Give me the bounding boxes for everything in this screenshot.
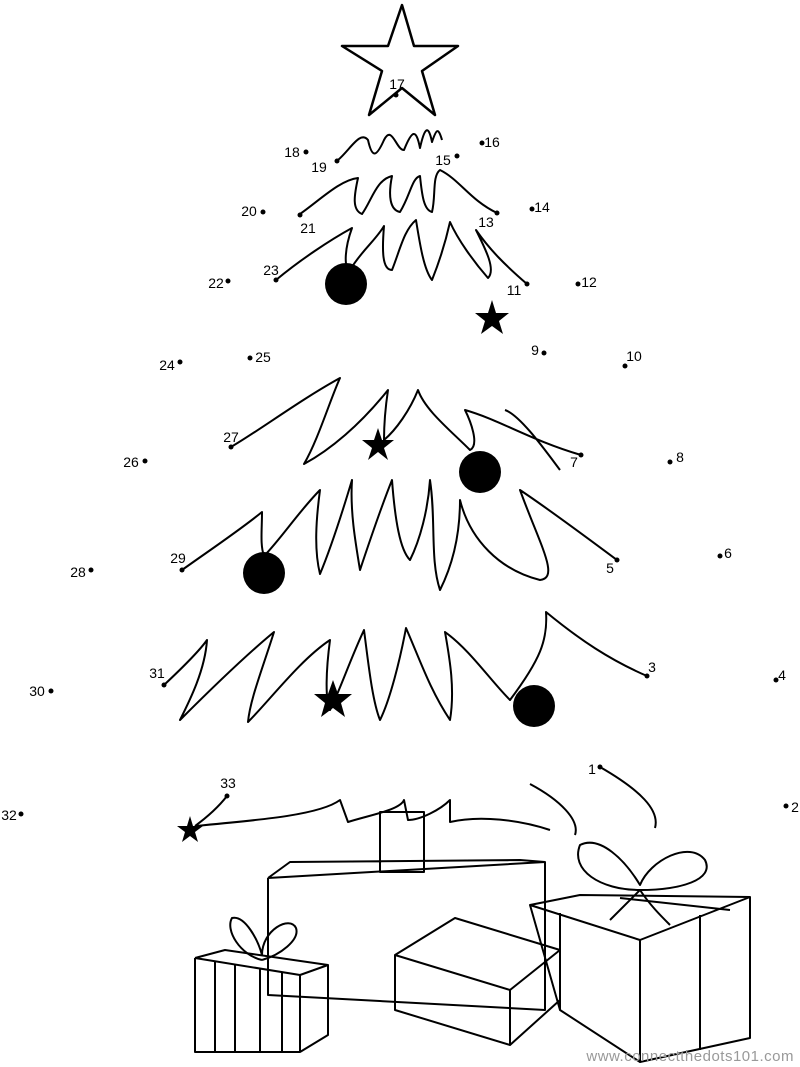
dot-number-label: 7 xyxy=(570,454,578,470)
dot-number-label: 33 xyxy=(220,775,236,791)
dot-24[interactable] xyxy=(177,359,183,365)
dot-20[interactable] xyxy=(260,209,266,215)
dot-number-label: 27 xyxy=(223,429,239,445)
tree-tier-6 xyxy=(163,611,648,723)
dot-33[interactable] xyxy=(224,793,230,799)
tree-tier-3 xyxy=(275,219,528,285)
ornament-ball-icon xyxy=(513,685,555,727)
dot-2[interactable] xyxy=(783,803,789,809)
dot-23[interactable] xyxy=(273,277,279,283)
dot-number-label: 13 xyxy=(478,214,494,230)
tree-base xyxy=(194,766,657,836)
dot-3[interactable] xyxy=(644,673,650,679)
tree-trunk xyxy=(379,811,425,873)
ornament-star-icon xyxy=(362,428,394,460)
dot-12[interactable] xyxy=(575,281,581,287)
dot-number-label: 5 xyxy=(606,560,614,576)
dot-5[interactable] xyxy=(614,557,620,563)
gift-box-small xyxy=(194,949,329,1053)
dot-number-label: 25 xyxy=(255,349,271,365)
dot-number-label: 12 xyxy=(581,274,597,290)
dot-6[interactable] xyxy=(717,553,723,559)
dot-number-label: 31 xyxy=(149,665,165,681)
dot-number-label: 28 xyxy=(70,564,86,580)
dot-number-label: 1 xyxy=(588,761,596,777)
dot-7[interactable] xyxy=(578,452,584,458)
dot-9[interactable] xyxy=(541,350,547,356)
dot-8[interactable] xyxy=(667,459,673,465)
dot-number-label: 20 xyxy=(241,203,257,219)
tree-tier-5 xyxy=(181,479,618,591)
dot-number-label: 6 xyxy=(724,545,732,561)
dot-4[interactable] xyxy=(773,677,779,683)
dot-number-label: 3 xyxy=(648,659,656,675)
dot-10[interactable] xyxy=(622,363,628,369)
gift-box-middle xyxy=(394,917,561,1046)
dot-number-label: 9 xyxy=(531,342,539,358)
dot-number-label: 4 xyxy=(778,667,786,683)
dot-number-label: 2 xyxy=(791,799,799,815)
dot-18[interactable] xyxy=(303,149,309,155)
dot-number-label: 22 xyxy=(208,275,224,291)
dot-27[interactable] xyxy=(228,444,234,450)
dot-13[interactable] xyxy=(494,210,500,216)
dot-number-label: 26 xyxy=(123,454,139,470)
dot-number-label: 21 xyxy=(300,220,316,236)
dot-number-label: 23 xyxy=(263,262,279,278)
dot-number-label: 11 xyxy=(506,282,522,298)
gift-box-large xyxy=(529,894,751,1063)
tree-top-star-icon xyxy=(340,3,460,117)
dot-29[interactable] xyxy=(179,567,185,573)
tree-tier-1 xyxy=(337,129,443,161)
dot-15[interactable] xyxy=(454,153,460,159)
gift-bow-small xyxy=(229,916,298,961)
dot-26[interactable] xyxy=(142,458,148,464)
dot-11[interactable] xyxy=(524,281,530,287)
dot-number-label: 30 xyxy=(29,683,45,699)
dot-21[interactable] xyxy=(297,212,303,218)
dot-number-label: 29 xyxy=(170,550,186,566)
dot-30[interactable] xyxy=(48,688,54,694)
dot-number-label: 15 xyxy=(435,152,451,168)
dot-number-label: 17 xyxy=(389,76,405,92)
gift-bow-large xyxy=(577,841,708,926)
ornament-ball-icon xyxy=(325,263,367,305)
ornament-star-icon xyxy=(314,680,352,717)
dot-16[interactable] xyxy=(479,140,485,146)
dot-number-label: 32 xyxy=(1,807,17,823)
dot-number-label: 19 xyxy=(311,159,327,175)
dot-number-label: 24 xyxy=(159,357,175,373)
ornament-star-icon xyxy=(475,300,509,334)
dot-19[interactable] xyxy=(334,158,340,164)
dot-number-label: 10 xyxy=(626,348,642,364)
dot-22[interactable] xyxy=(225,278,231,284)
dot-14[interactable] xyxy=(529,206,535,212)
dot-25[interactable] xyxy=(247,355,253,361)
ornaments xyxy=(177,263,555,842)
watermark: www.connectthedots101.com xyxy=(586,1048,794,1065)
tree-tier-2 xyxy=(299,169,498,215)
dot-1[interactable] xyxy=(597,764,603,770)
ornament-ball-icon xyxy=(459,451,501,493)
tree-tier-4 xyxy=(230,377,582,471)
dot-number-label: 8 xyxy=(676,449,684,465)
ornament-star-icon xyxy=(177,816,203,842)
gift-boxes xyxy=(194,841,751,1063)
dot-28[interactable] xyxy=(88,567,94,573)
dot-number-label: 14 xyxy=(534,199,550,215)
dot-17[interactable] xyxy=(393,92,399,98)
dot-31[interactable] xyxy=(161,682,167,688)
dot-32[interactable] xyxy=(18,811,24,817)
dot-number-label: 18 xyxy=(284,144,300,160)
ornament-ball-icon xyxy=(243,552,285,594)
dot-number-label: 16 xyxy=(484,134,500,150)
